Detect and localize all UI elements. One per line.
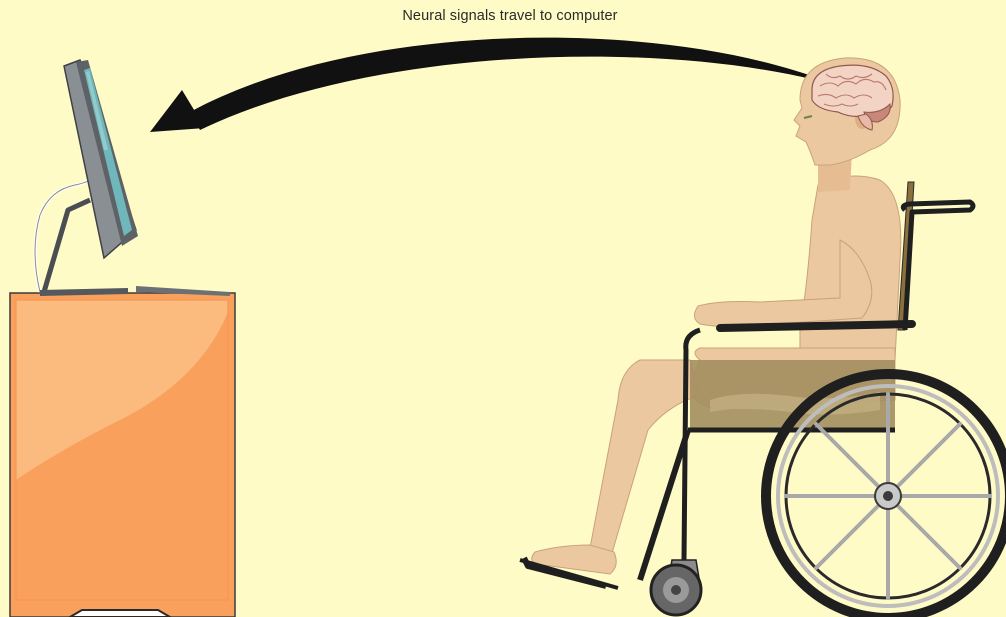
wheel-spoke <box>816 424 879 487</box>
wheelchair <box>520 324 1006 617</box>
wheel-spoke <box>816 505 879 568</box>
computer-desk <box>10 293 235 617</box>
computer-monitor <box>35 60 230 296</box>
wheel-spoke <box>897 505 960 568</box>
wheel-spoke <box>897 424 960 487</box>
signal-arrow <box>150 38 820 132</box>
wheel <box>766 374 1006 617</box>
wheelchair-back <box>898 182 973 330</box>
